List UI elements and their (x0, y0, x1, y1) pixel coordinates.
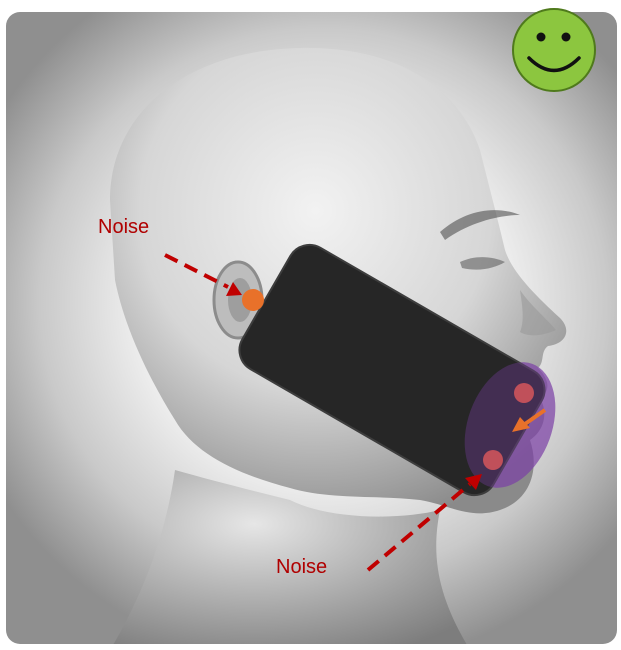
noise-label-bottom: Noise (276, 556, 327, 579)
bottom-microphone-dot-upper (514, 383, 534, 403)
top-microphone-dot (242, 289, 264, 311)
bottom-microphone-dot-lower (483, 450, 503, 470)
smiley-face-icon (513, 9, 595, 91)
noise-label-top: Noise (98, 216, 149, 239)
